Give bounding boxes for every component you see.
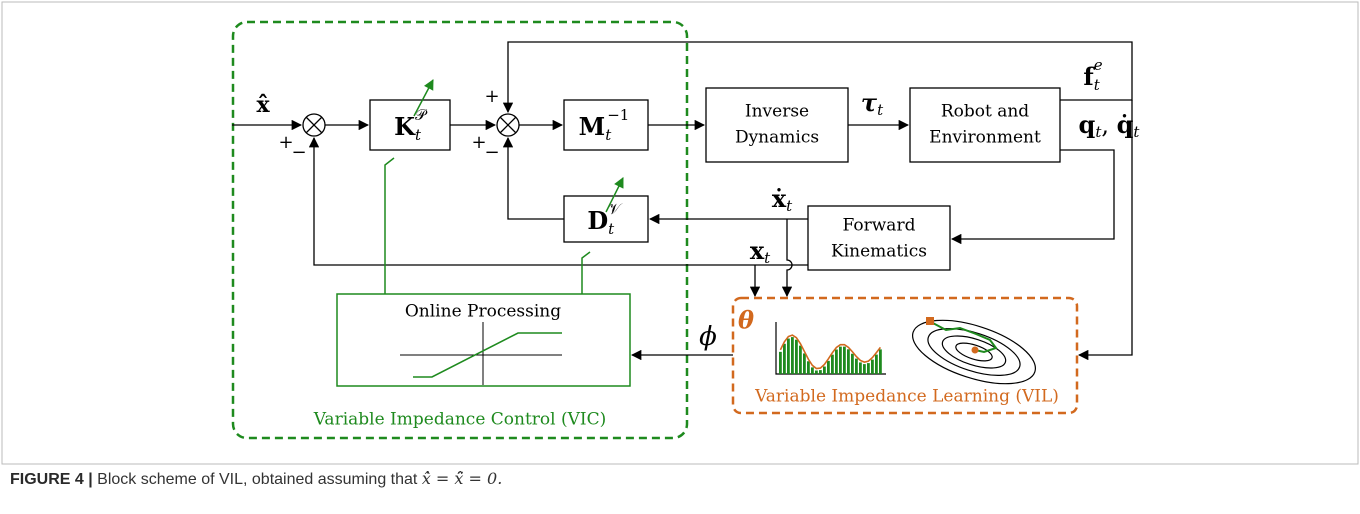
histogram-bar bbox=[811, 367, 814, 374]
phi-label: ϕ bbox=[699, 322, 717, 352]
gain-kp-block bbox=[369, 99, 451, 151]
sum2-minus-sign: − bbox=[484, 142, 499, 163]
histogram-bar bbox=[871, 359, 874, 374]
figure-caption-text: Block scheme of VIL, obtained assuming t… bbox=[97, 471, 418, 488]
d-variable-arrow bbox=[605, 177, 624, 213]
x-feedback-line bbox=[308, 136, 808, 266]
force-to-vil-line bbox=[1077, 100, 1133, 361]
inverse-dynamics-line1: Inverse bbox=[745, 102, 809, 122]
x-label: xt bbox=[750, 236, 771, 268]
histogram-bar bbox=[851, 353, 854, 374]
damping-label: Dt𝒱 bbox=[587, 200, 623, 238]
inverse-mass-block bbox=[563, 99, 649, 151]
histogram-bar bbox=[835, 349, 838, 374]
figure-caption-math: ẋ̂ = ẍ̂ = 0. bbox=[421, 469, 503, 488]
histogram-bar bbox=[875, 354, 878, 374]
histogram-bar bbox=[791, 337, 794, 374]
sum1-plus-sign: + bbox=[278, 132, 293, 153]
sum1-minus-sign: − bbox=[291, 142, 306, 163]
forward-kinematics-block bbox=[807, 205, 951, 271]
vil-region bbox=[731, 296, 1079, 415]
histogram-bar bbox=[803, 353, 806, 374]
inverse-dynamics-block bbox=[705, 87, 849, 163]
vil-histogram-icon bbox=[775, 322, 886, 375]
forward-kinematics-line2: Kinematics bbox=[831, 242, 927, 262]
histogram-bar bbox=[863, 364, 866, 374]
histogram-bar bbox=[843, 346, 846, 374]
histogram-bar bbox=[787, 338, 790, 374]
inverse-mass-label: Mt−1 bbox=[579, 106, 630, 144]
xdot-to-vil-line bbox=[781, 219, 793, 298]
gain-kp-label: Kt𝒫 bbox=[394, 106, 428, 144]
histogram-bar bbox=[779, 351, 782, 374]
tau-label: τt bbox=[861, 88, 884, 120]
kp-variable-arrow bbox=[413, 79, 434, 117]
histogram-bar bbox=[807, 361, 810, 374]
histogram-bar bbox=[847, 349, 850, 374]
sum-junction-2 bbox=[496, 113, 520, 137]
histogram-bar bbox=[783, 343, 786, 374]
xdot-label: ẋt bbox=[772, 184, 793, 216]
histogram-bar bbox=[819, 370, 822, 374]
sum2-plus-left-sign: + bbox=[471, 132, 486, 153]
figure-caption-label: FIGURE 4 | bbox=[10, 471, 93, 488]
histogram-bar bbox=[795, 339, 798, 374]
robot-environment-line1: Robot and bbox=[941, 102, 1029, 122]
sum2-plus-top-sign: + bbox=[484, 86, 499, 107]
robot-environment-line2: Environment bbox=[929, 128, 1041, 148]
histogram-bar bbox=[831, 354, 834, 374]
figure-border bbox=[1, 1, 1359, 465]
histogram-bar bbox=[827, 360, 830, 374]
histogram-bar bbox=[859, 362, 862, 374]
histogram-bar bbox=[815, 370, 818, 374]
histogram-bar bbox=[867, 363, 870, 374]
figure-caption: FIGURE 4 | Block scheme of VIL, obtained… bbox=[10, 469, 1340, 489]
vil-contour-icon bbox=[912, 317, 1036, 385]
damping-feedback-line bbox=[502, 136, 564, 220]
histogram-bar bbox=[799, 345, 802, 374]
forward-kinematics-line1: Forward bbox=[843, 216, 916, 236]
sum-junction-1 bbox=[302, 113, 326, 137]
histogram-curve bbox=[779, 334, 882, 370]
xhat-label: x̂ bbox=[256, 92, 270, 118]
robot-environment-block bbox=[909, 87, 1061, 163]
vic-label: Variable Impedance Control (VIC) bbox=[313, 410, 607, 430]
q-qdot-label: qt, q̇t bbox=[1079, 110, 1141, 142]
histogram-bar bbox=[879, 349, 882, 374]
histogram-bar bbox=[823, 366, 826, 374]
online-processing-title: Online Processing bbox=[405, 302, 561, 322]
op-to-d-line bbox=[581, 251, 591, 294]
inverse-dynamics-line2: Dynamics bbox=[735, 128, 819, 148]
histogram-bar bbox=[855, 358, 858, 374]
force-label: fte bbox=[1083, 56, 1102, 94]
q-to-fk-line bbox=[950, 149, 1115, 245]
vic-region bbox=[231, 20, 689, 440]
histogram-bar bbox=[839, 346, 842, 374]
damping-block bbox=[563, 195, 649, 243]
force-feedback-loop bbox=[502, 41, 1133, 114]
theta-label: θ bbox=[738, 306, 754, 335]
op-to-kp-line bbox=[384, 157, 395, 294]
vil-label: Variable Impedance Learning (VIL) bbox=[754, 387, 1059, 407]
saturation-plot bbox=[400, 322, 562, 385]
